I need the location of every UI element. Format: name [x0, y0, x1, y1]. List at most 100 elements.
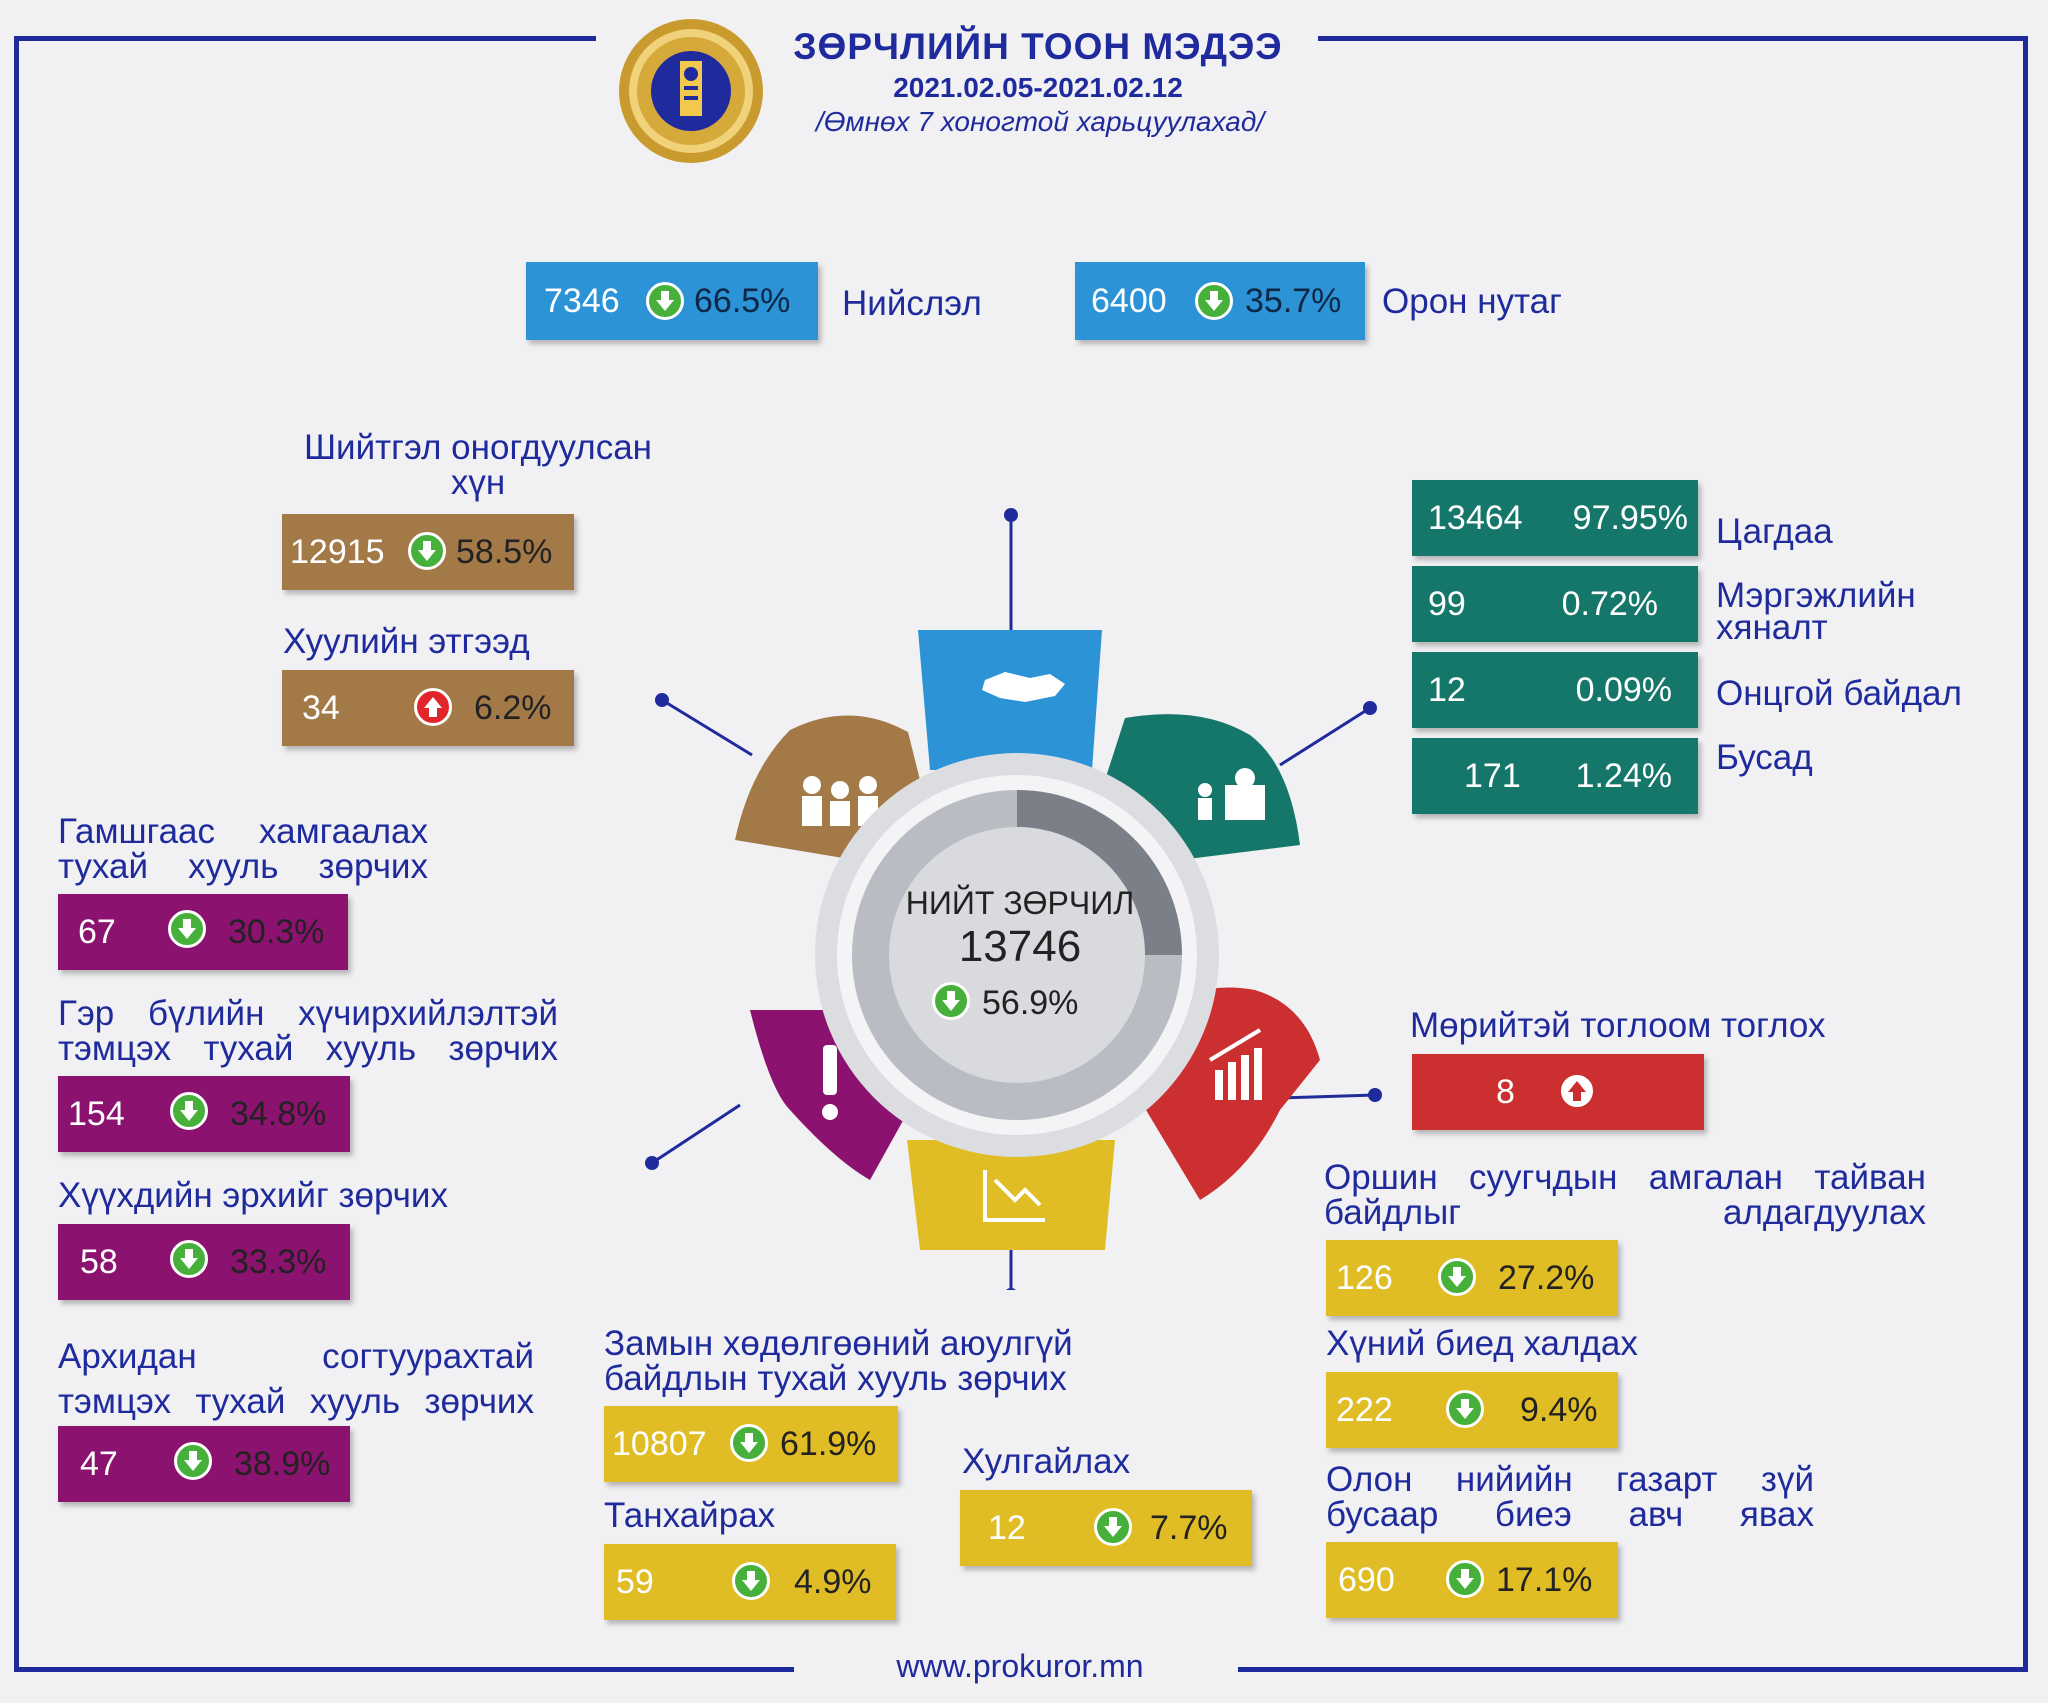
arrow-down-icon [1446, 1390, 1484, 1428]
traffic-title: Замын хөдөлгөөний аюулгүй байдлын тухай … [604, 1324, 1073, 1398]
arrow-down-icon [1446, 1560, 1484, 1598]
arrow-down-icon [646, 282, 684, 320]
authority-label-other: Бусад [1716, 738, 1813, 777]
persons-title: Шийтгэл оногдуулсан хүн [303, 428, 653, 502]
arrow-down-icon [932, 982, 970, 1020]
page-subtitle: /Өмнөх 7 хоногтой харьцуулахад/ [815, 106, 1265, 137]
prosecutor-emblem [616, 16, 766, 166]
region-capital-pct: 66.5% [694, 281, 791, 320]
arrow-down-icon [1094, 1508, 1132, 1546]
region-rural-box: 6400 35.7% [1075, 262, 1365, 340]
arrow-down-icon [170, 1092, 208, 1130]
arrow-down-icon [168, 910, 206, 948]
purple-item-pct: 38.9% [234, 1444, 331, 1483]
traffic-pct: 61.9% [780, 1424, 877, 1463]
purple-item-pct: 33.3% [230, 1242, 327, 1281]
total-violations-pct: 56.9% [982, 984, 1079, 1022]
region-capital-label: Нийслэл [842, 284, 982, 323]
traffic-value: 10807 [612, 1424, 707, 1463]
purple-item-title: Гамшгаас хамгаалах тухай хууль зөрчих [58, 812, 428, 886]
purple-item-value: 67 [78, 912, 116, 951]
purple-item-value: 47 [80, 1444, 118, 1483]
purple-item-box: 58 33.3% [58, 1224, 350, 1300]
persons-value: 12915 [290, 532, 385, 571]
yellow-item-box: 126 27.2% [1326, 1240, 1618, 1316]
frame-bottom-left [14, 1667, 794, 1672]
arrow-up-icon [1558, 1072, 1596, 1110]
arrow-down-icon [1195, 282, 1233, 320]
purple-item-title: Гэр бүлийн хүчирхийлэлтэй тэмцэх тухай х… [58, 994, 558, 1068]
theft-title: Хулгайлах [962, 1442, 1131, 1481]
tankhaira-title: Танхайрах [604, 1496, 776, 1535]
region-rural-value: 6400 [1091, 281, 1167, 320]
yellow-item-title: Хүний биед халдах [1326, 1324, 1638, 1363]
yellow-item-value: 222 [1336, 1390, 1393, 1429]
gambling-box: 8 [1412, 1054, 1704, 1130]
arrow-down-icon [174, 1442, 212, 1480]
yellow-item-box: 222 9.4% [1326, 1372, 1618, 1448]
purple-item-value: 154 [68, 1094, 125, 1133]
frame-bottom-right [1238, 1667, 2028, 1672]
persons-box: 12915 58.5% [282, 514, 574, 590]
purple-item-pct: 34.8% [230, 1094, 327, 1133]
authority-pct: 0.09% [1575, 670, 1672, 709]
persons-pct: 58.5% [456, 532, 553, 571]
authority-value: 12 [1428, 670, 1466, 709]
yellow-item-pct: 9.4% [1520, 1390, 1598, 1429]
tankhaira-value: 59 [616, 1562, 654, 1601]
tankhaira-box: 59 4.9% [604, 1544, 896, 1620]
legal-entity-title: Хуулийн этгээд [283, 622, 530, 661]
traffic-box: 10807 61.9% [604, 1406, 898, 1482]
purple-item-title: Архидан согтуурахтай тэмцэх тухай хууль … [58, 1337, 534, 1421]
authority-value: 13464 [1428, 498, 1523, 537]
purple-item-box: 67 30.3% [58, 894, 348, 970]
authority-pct: 0.72% [1561, 584, 1658, 623]
authority-label-police: Цагдаа [1716, 512, 1833, 551]
arrow-down-icon [1438, 1258, 1476, 1296]
yellow-item-box: 690 17.1% [1326, 1542, 1618, 1618]
date-range: 2021.02.05-2021.02.12 [893, 72, 1183, 103]
frame-top-right [1318, 36, 2028, 41]
legal-entity-value: 34 [302, 688, 340, 727]
purple-item-title: Хүүхдийн эрхийг зөрчих [58, 1176, 448, 1215]
region-capital-value: 7346 [544, 281, 620, 320]
authority-label-emergency: Онцгой байдал [1716, 674, 1962, 713]
gambling-value: 8 [1496, 1072, 1515, 1111]
legal-entity-box: 34 6.2% [282, 670, 574, 746]
authority-value: 171 [1464, 756, 1521, 795]
arrow-down-icon [730, 1424, 768, 1462]
yellow-item-pct: 27.2% [1498, 1258, 1595, 1297]
total-violations-value: 13746 [958, 922, 1082, 971]
region-rural-label: Орон нутаг [1382, 282, 1562, 321]
category-wheel [645, 508, 1382, 1290]
frame-left [14, 36, 19, 1672]
page-title: ЗӨРЧЛИЙН ТООН МЭДЭЭ [793, 26, 1283, 67]
authority-pct: 1.24% [1575, 756, 1672, 795]
authority-pct: 97.95% [1572, 498, 1688, 537]
frame-right [2023, 36, 2028, 1672]
theft-box: 12 7.7% [960, 1490, 1252, 1566]
yellow-item-value: 126 [1336, 1258, 1393, 1297]
purple-item-box: 47 38.9% [58, 1426, 350, 1502]
total-violations-label: НИЙТ ЗӨРЧИЛ [905, 885, 1135, 921]
legal-entity-pct: 6.2% [474, 688, 552, 727]
frame-top-left [14, 36, 596, 41]
purple-item-box: 154 34.8% [58, 1076, 350, 1152]
theft-pct: 7.7% [1150, 1508, 1228, 1547]
authority-box-inspection: 99 0.72% [1412, 566, 1698, 642]
authority-box-police: 13464 97.95% [1412, 480, 1698, 556]
yellow-item-title: Олон нийийн газарт зүй бусаар биеэ авч я… [1326, 1460, 1814, 1534]
tankhaira-pct: 4.9% [794, 1562, 872, 1601]
yellow-item-pct: 17.1% [1496, 1560, 1593, 1599]
authority-label-inspection: Мэргэжлийн хяналт [1716, 576, 1916, 647]
region-capital-box: 7346 66.5% [526, 262, 818, 340]
yellow-item-title: Оршин суугчдын амгалан тайван байдлыг ал… [1324, 1158, 1926, 1232]
region-rural-pct: 35.7% [1245, 281, 1342, 320]
arrow-up-icon [414, 688, 452, 726]
authority-value: 99 [1428, 584, 1466, 623]
authority-box-emergency: 12 0.09% [1412, 652, 1698, 728]
website-link[interactable]: www.prokuror.mn [896, 1648, 1144, 1684]
gambling-title: Мөрийтэй тоглоом тоглох [1410, 1006, 1826, 1045]
arrow-down-icon [408, 532, 446, 570]
arrow-down-icon [732, 1562, 770, 1600]
